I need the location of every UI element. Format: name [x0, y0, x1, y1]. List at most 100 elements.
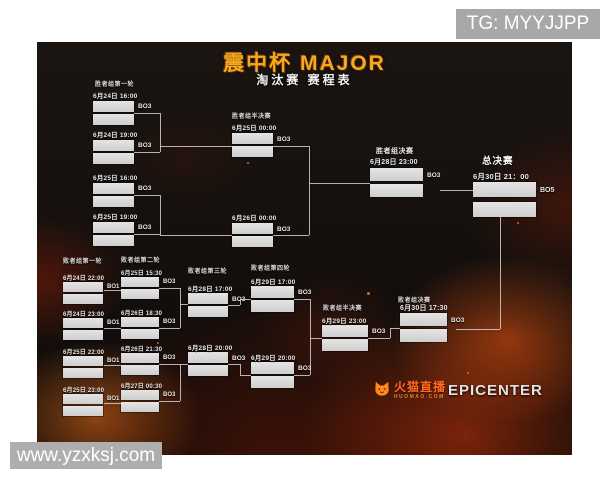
- bracket-connector-line: [180, 288, 181, 328]
- team-slot: [63, 406, 103, 416]
- match-date: 6月26日 21:30: [121, 347, 163, 353]
- match-wb-sf-2: 6月26日 00:00 BO3: [232, 212, 290, 247]
- match-lb-r1-3: 6月25日 22:00 BO1: [63, 347, 119, 378]
- match-lb-r4-2: 6月29日 20:00 BO3: [251, 352, 311, 388]
- match-format: BO3: [138, 185, 152, 192]
- team-slot: [93, 140, 134, 151]
- title-cn: 震中杯: [223, 52, 293, 75]
- match-lb-r1-2: 6月24日 23:00 BO1: [63, 309, 119, 340]
- huomao-cat-icon: [375, 381, 389, 396]
- team-slot: [232, 146, 273, 157]
- team-slot: [121, 365, 159, 375]
- bracket-connector-line: [134, 152, 160, 153]
- match-wb-sf-1: 6月25日 00:00 BO3: [232, 122, 290, 157]
- team-slot: [93, 235, 134, 246]
- poster-subtitle: 淘汰赛 赛程表: [256, 73, 353, 87]
- team-slot: [232, 133, 273, 144]
- match-wb-r1-3: 6月25日 16:00 BO3: [93, 172, 151, 207]
- huomao-logo: 火猫直播 HUOMAO.COM: [373, 381, 446, 400]
- bracket-connector-line: [104, 328, 121, 329]
- round-header-grand-final: 总决赛: [482, 156, 514, 167]
- bracket-connector-line: [228, 305, 240, 306]
- match-date: 6月25日 00:00: [232, 125, 277, 132]
- match-date: 6月29日 23:00: [322, 318, 367, 325]
- round-header-lb-r4: 败者组第四轮: [251, 266, 291, 272]
- match-grand-final: 6月30日 21：00 BO5: [473, 171, 554, 217]
- match-date: 6月29日 20:00: [251, 355, 296, 362]
- bracket-connector-line: [390, 328, 391, 338]
- bracket-connector-line: [134, 234, 160, 235]
- team-slot: [121, 402, 159, 412]
- match-date: 6月30日 21：00: [473, 172, 529, 181]
- team-slot: [232, 236, 273, 247]
- team-slot: [121, 277, 159, 287]
- bracket-connector-line: [240, 375, 251, 376]
- match-format: BO3: [372, 328, 386, 335]
- match-date: 6月25日 15:30: [121, 271, 163, 277]
- bracket-connector-line: [240, 299, 241, 305]
- team-slot: [370, 168, 423, 181]
- match-date: 6月24日 23:00: [63, 312, 105, 318]
- match-format: BO3: [138, 142, 152, 149]
- match-format: BO3: [232, 296, 246, 303]
- match-format: BO3: [138, 103, 152, 110]
- bracket-connector-line: [309, 146, 310, 235]
- team-slot: [121, 353, 159, 363]
- team-slot: [473, 202, 536, 217]
- match-lb-r3-1: 6月28日 17:00 BO3: [188, 283, 245, 317]
- match-date: 6月25日 22:00: [63, 350, 105, 356]
- match-date: 6月26日 00:00: [232, 215, 277, 222]
- bracket-connector-line: [310, 299, 311, 375]
- match-wb-r1-4: 6月25日 19:00 BO3: [93, 211, 151, 246]
- bracket-connector-line: [294, 375, 310, 376]
- ember-dot: [247, 162, 249, 164]
- bracket-connector-line: [310, 338, 322, 339]
- match-wb-final: 6月28日 23:00 BO3: [370, 157, 440, 197]
- match-format: BO3: [163, 279, 176, 285]
- team-slot: [93, 183, 134, 194]
- match-format: BO3: [163, 392, 176, 398]
- team-slot: [63, 368, 103, 378]
- match-wb-r1-2: 6月24日 19:00 BO3: [93, 129, 151, 164]
- team-slot: [93, 114, 134, 125]
- team-slot: [63, 356, 103, 366]
- match-format: BO3: [163, 319, 176, 325]
- bracket-connector-line: [273, 235, 309, 236]
- match-lb-r3-2: 6月28日 20:00 BO3: [188, 342, 245, 376]
- bracket-connector-line: [104, 365, 121, 366]
- match-format: BO3: [451, 317, 465, 324]
- bracket-connector-line: [440, 190, 473, 191]
- bracket-connector-line: [228, 364, 240, 365]
- match-date: 6月26日 18:30: [121, 311, 163, 317]
- bracket-connector-line: [159, 288, 180, 289]
- team-slot: [93, 196, 134, 207]
- website-watermark: www.yzxksj.com: [10, 442, 162, 469]
- team-slot: [188, 365, 228, 376]
- match-format: BO3: [298, 365, 312, 372]
- match-lb-final: 6月30日 17:30 BO3: [400, 303, 464, 342]
- match-date: 6月27日 00:30: [121, 384, 163, 390]
- bracket-connector-line: [273, 146, 309, 147]
- match-date: 6月28日 23:00: [370, 159, 418, 166]
- match-format: BO3: [298, 289, 312, 296]
- match-date: 6月25日 19:00: [93, 214, 138, 221]
- bracket-connector-line: [160, 195, 161, 235]
- match-lb-r1-4: 6月25日 23:00 BO1: [63, 385, 119, 416]
- bracket-connector-line: [309, 183, 370, 184]
- poster-title: 震中杯 MAJOR: [37, 47, 572, 77]
- team-slot: [232, 223, 273, 234]
- bracket-connector-line: [294, 299, 310, 300]
- ember-dot: [517, 222, 519, 224]
- team-slot: [370, 184, 423, 197]
- bracket-connector-line: [160, 235, 232, 236]
- match-format: BO1: [107, 320, 120, 326]
- match-format: BO5: [540, 187, 555, 194]
- team-slot: [63, 282, 103, 292]
- match-format: BO3: [277, 136, 291, 143]
- match-lb-r2-1: 6月25日 15:30 BO3: [121, 268, 175, 299]
- match-lb-sf: 6月29日 23:00 BO3: [322, 315, 385, 351]
- bracket-connector-line: [180, 304, 188, 305]
- match-date: 6月25日 23:00: [63, 388, 105, 394]
- team-slot: [121, 329, 159, 339]
